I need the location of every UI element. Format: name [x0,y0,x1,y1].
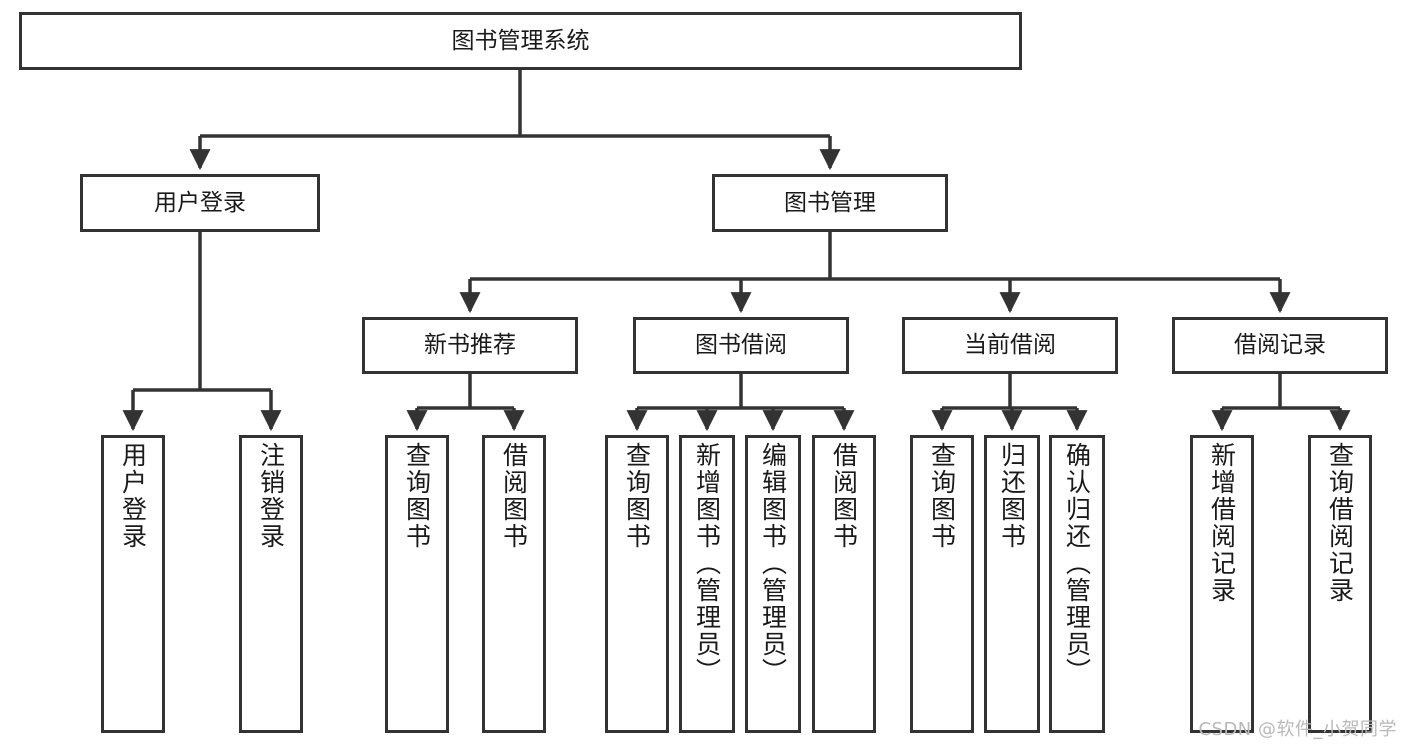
leaf-query-book-recommend[interactable]: 查询图书 [385,435,449,733]
leaf-user-logout[interactable]: 注销登录 [239,435,303,733]
leaf-query-book-borrow[interactable]: 查询图书 [605,435,669,733]
leaf-query-borrow-record-label: 查询借阅记录 [1325,442,1355,604]
node-root-label: 图书管理系统 [451,27,590,54]
leaf-user-login-label: 用户登录 [118,442,148,550]
leaf-add-borrow-record[interactable]: 新增借阅记录 [1190,435,1254,733]
node-book-borrow-label: 图书借阅 [695,332,787,359]
leaf-return-book-label: 归还图书 [997,442,1027,550]
leaf-query-book-recommend-label: 查询图书 [402,442,432,550]
node-new-book-recommend[interactable]: 新书推荐 [362,317,578,374]
node-new-book-recommend-label: 新书推荐 [424,332,516,359]
leaf-confirm-return[interactable]: 确认归还（管理员） [1049,435,1105,733]
leaf-borrow-book-label: 借阅图书 [829,442,859,550]
node-user-login[interactable]: 用户登录 [80,174,320,232]
leaf-query-book-borrow-label: 查询图书 [622,442,652,550]
node-book-manage[interactable]: 图书管理 [712,174,948,232]
node-current-borrow-label: 当前借阅 [964,332,1056,359]
node-borrow-record[interactable]: 借阅记录 [1172,317,1388,374]
leaf-return-book[interactable]: 归还图书 [984,435,1040,733]
leaf-edit-book[interactable]: 编辑图书（管理员） [745,435,801,733]
leaf-edit-book-label: 编辑图书（管理员） [758,442,788,685]
leaf-user-login[interactable]: 用户登录 [101,435,165,733]
node-user-login-label: 用户登录 [154,189,246,216]
leaf-borrow-book-recommend-label: 借阅图书 [499,442,529,550]
node-book-borrow[interactable]: 图书借阅 [633,317,849,374]
leaf-borrow-book[interactable]: 借阅图书 [812,435,876,733]
node-book-manage-label: 图书管理 [784,189,876,216]
leaf-borrow-book-recommend[interactable]: 借阅图书 [482,435,546,733]
leaf-user-logout-label: 注销登录 [256,442,286,550]
node-root[interactable]: 图书管理系统 [19,12,1022,70]
leaf-confirm-return-label: 确认归还（管理员） [1062,442,1092,685]
leaf-query-book-current[interactable]: 查询图书 [910,435,974,733]
leaf-query-book-current-label: 查询图书 [927,442,957,550]
node-current-borrow[interactable]: 当前借阅 [902,317,1118,374]
node-borrow-record-label: 借阅记录 [1234,332,1326,359]
leaf-add-book-label: 新增图书（管理员） [692,442,722,685]
leaf-add-borrow-record-label: 新增借阅记录 [1207,442,1237,604]
leaf-add-book[interactable]: 新增图书（管理员） [679,435,735,733]
leaf-query-borrow-record[interactable]: 查询借阅记录 [1308,435,1372,733]
